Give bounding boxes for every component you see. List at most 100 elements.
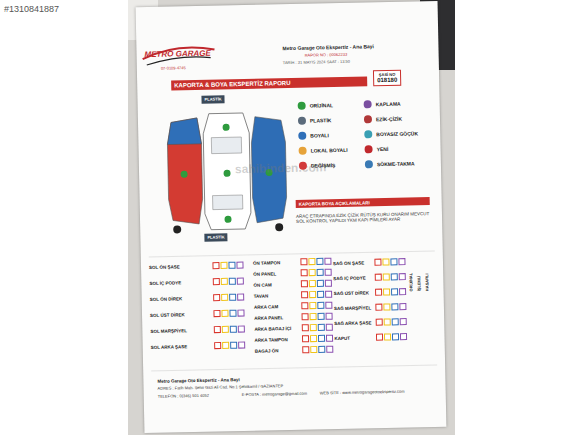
report-date: TARİH : 31 MAYIS 2024 SAAT : 13:50	[283, 60, 350, 66]
row-label: ARKA CAM	[254, 304, 278, 310]
status-cell	[391, 259, 397, 265]
legend-text: BOYALI	[310, 133, 329, 139]
row-label: KAPUT	[335, 336, 351, 341]
legend-text: LOKAL BOYALI	[311, 147, 348, 154]
status-cell	[318, 324, 324, 330]
status-cell	[303, 347, 309, 353]
status-cell	[238, 310, 244, 316]
status-cell	[317, 258, 323, 264]
status-cell	[213, 279, 219, 285]
status-cell	[213, 263, 219, 269]
status-cell	[400, 319, 406, 325]
status-cell	[399, 259, 405, 265]
status-cell	[318, 313, 324, 319]
column-header: İŞLEMLİ	[417, 275, 422, 291]
chassis-box: ŞASİ NO018180	[373, 70, 401, 87]
legend-text: ORİJİNAL	[310, 103, 333, 109]
plastic-band: PLASTİK	[204, 233, 227, 241]
legend-text: EZİK-ÇİZİK	[376, 116, 402, 122]
status-cell	[392, 319, 398, 325]
logo-text: METRO GARAGE	[144, 49, 210, 60]
status-cell	[325, 258, 331, 264]
row-label: ARKA TAMPON	[255, 337, 288, 343]
status-cell	[230, 326, 236, 332]
status-cell	[319, 346, 325, 352]
row-label: TAVAN	[254, 293, 269, 298]
status-cell	[375, 274, 381, 280]
title-band: KAPORTA & BOYA EKSPERTİZ RAPORU	[171, 76, 367, 90]
footer-web: WEB SİTE : www.metrogarageotoekspertiz.c…	[320, 390, 405, 396]
legend-text: YENİ	[377, 146, 389, 152]
status-cell	[326, 291, 332, 297]
plastic-band: PLASTİK	[201, 95, 224, 103]
footer-address: ADRES : Fatih Mah. Şehit Gazi Ali Cad. N…	[158, 384, 284, 391]
status-cell	[326, 302, 332, 308]
status-cell	[326, 313, 332, 319]
row-label: SAĞ İÇ PODYE	[333, 275, 366, 281]
status-cell	[229, 278, 235, 284]
legend-swatch	[298, 132, 306, 140]
status-cell	[301, 259, 307, 265]
report-number: RAPOR NO : 00062233	[305, 53, 348, 58]
legend-swatch	[299, 147, 307, 155]
status-cell	[383, 274, 389, 280]
row-label: SOL MARŞPİYEL	[150, 328, 187, 334]
status-cell	[317, 269, 323, 275]
status-cell	[309, 270, 315, 276]
status-cell	[238, 294, 244, 300]
status-cell	[310, 313, 316, 319]
status-cell	[391, 274, 397, 280]
status-cell	[310, 335, 316, 341]
status-cell	[221, 262, 227, 268]
node-text: ŞASİ NO	[377, 72, 397, 77]
footer-company: Metro Garage Oto Ekspertiz - Ana Bayi	[157, 377, 239, 384]
status-cell	[325, 280, 331, 286]
node-text: PLASTİK	[204, 97, 221, 102]
row-label: SOL ARKA ŞASE	[151, 344, 188, 350]
legend-text: BOYASIZ GÖÇÜK	[376, 131, 418, 138]
status-cell	[326, 324, 332, 330]
status-cell	[318, 302, 324, 308]
row-label: SOL ÖN DİREK	[150, 296, 183, 302]
node-text: KAPORTA & BOYA EKSPERTİZ RAPORU	[174, 78, 364, 89]
node-text: 018180	[377, 77, 397, 84]
status-cell	[311, 346, 317, 352]
status-cell	[318, 335, 324, 341]
legend-swatch	[298, 117, 306, 125]
footer-phone: TELEFON : 0(346) 501 4052	[158, 394, 209, 400]
status-cell	[222, 310, 228, 316]
status-cell	[399, 274, 405, 280]
status-cell	[327, 346, 333, 352]
row-label: SOL İÇ PODYE	[149, 280, 181, 286]
status-cell	[400, 289, 406, 295]
footer-email: E-POSTA : metrogarage@gmail.com	[242, 392, 307, 398]
status-cell	[309, 259, 315, 265]
status-cell	[384, 334, 390, 340]
status-cell	[237, 262, 243, 268]
status-cell	[231, 342, 237, 348]
row-label: SAĞ ARKA ŞASE	[334, 320, 371, 326]
row-label: SAĞ ÜST DİREK	[334, 290, 369, 296]
status-cell	[325, 269, 331, 275]
status-cell	[392, 289, 398, 295]
status-cell	[302, 314, 308, 320]
status-cell	[222, 326, 228, 332]
status-cell	[317, 280, 323, 286]
status-cell	[326, 335, 332, 341]
photo-ground: KAPORTA & BOYA EKSPERTİZ RAPORU ŞASİ NO01…	[128, 0, 455, 435]
note-text: ARAÇ ETRAFINDA EZİK ÇİZİK RÜTÜŞ KURU ONA…	[296, 211, 430, 224]
status-cell	[392, 304, 398, 310]
status-cell	[375, 259, 381, 265]
legend-swatch	[364, 130, 372, 138]
status-cell	[376, 319, 382, 325]
status-cell	[383, 259, 389, 265]
status-cell	[400, 334, 406, 340]
status-cell	[239, 342, 245, 348]
row-label: ÖN PANEL	[253, 271, 276, 277]
status-cell	[384, 319, 390, 325]
column-header: HASARLI	[425, 273, 430, 291]
status-cell	[384, 304, 390, 310]
header-company: Metro Garage Oto Ekspertiz - Ana Bayi	[282, 44, 374, 52]
row-label: SOL ÖN ŞASE	[149, 264, 180, 270]
row-label: SAĞ ÖN ŞASE	[333, 260, 364, 266]
